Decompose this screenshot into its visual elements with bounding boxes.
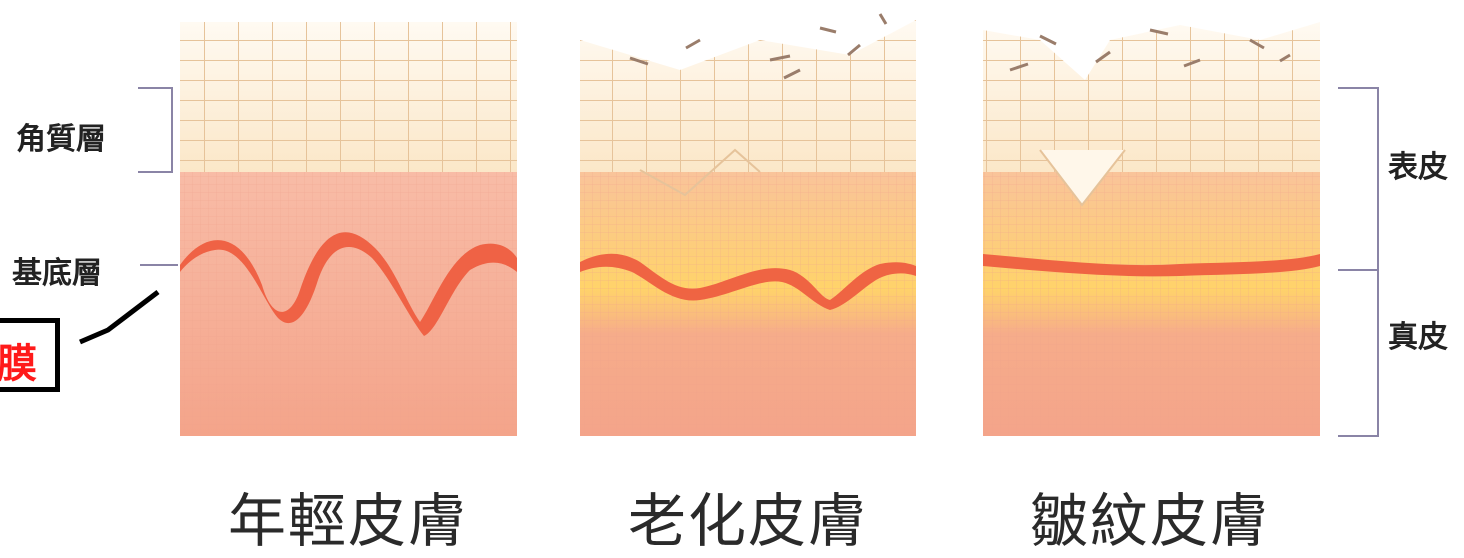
caption-wrinkled-skin: 皺紋皮膚 xyxy=(1029,487,1270,555)
stratum-corneum-label: 角質層 xyxy=(16,122,106,157)
callout-pointer xyxy=(79,290,160,345)
panel-wrinkled-skin xyxy=(983,22,1320,436)
basal-layer-wave xyxy=(180,232,517,336)
dermis-label: 真皮 xyxy=(1388,320,1448,355)
caption-aging-skin: 老化皮膚 xyxy=(627,487,868,555)
stratum-corneum-bracket xyxy=(138,87,173,173)
epidermis-label: 表皮 xyxy=(1388,150,1448,185)
membrane-callout-box: 膜 xyxy=(0,318,60,392)
basal-layer-flat xyxy=(983,254,1320,277)
panel-aging-skin xyxy=(580,13,916,436)
epidermis-bracket xyxy=(1338,87,1379,271)
basal-layer-wave xyxy=(580,253,916,310)
dermis-bracket xyxy=(1338,269,1379,437)
panel-young-skin xyxy=(180,22,517,436)
basal-layer-label: 基底層 xyxy=(12,256,102,291)
membrane-callout-text: 膜 xyxy=(0,341,37,387)
caption-young-skin: 年輕皮膚 xyxy=(227,487,468,555)
